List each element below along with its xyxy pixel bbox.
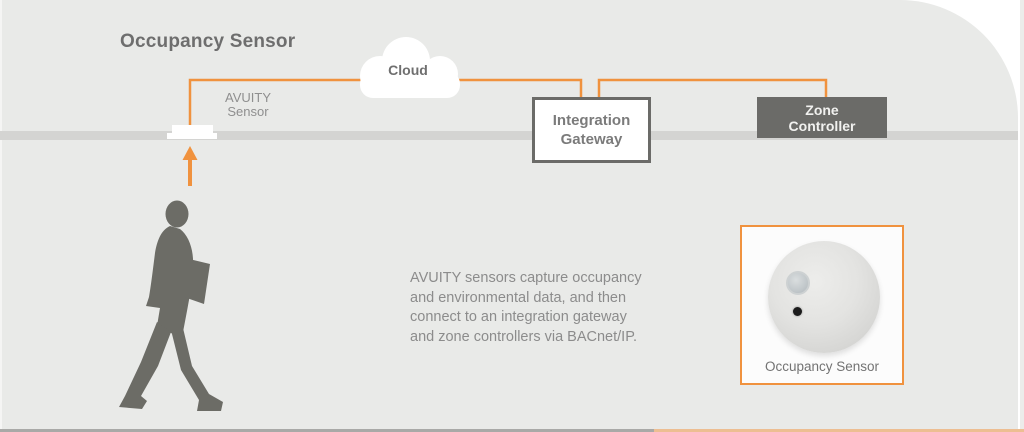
ceiling-sensor-device bbox=[172, 125, 213, 136]
sensor-photo-frame: Occupancy Sensor bbox=[740, 225, 904, 385]
sensor-indicator-dot bbox=[793, 307, 802, 316]
description-line: and environmental data, and then bbox=[410, 289, 627, 306]
ceiling-line bbox=[0, 131, 1018, 140]
bottom-rule-gray bbox=[0, 429, 654, 432]
left-edge-highlight bbox=[0, 0, 2, 429]
avuity-sensor-label-line2: Sensor bbox=[227, 104, 269, 119]
integration-gateway-label-line2: Gateway bbox=[560, 131, 623, 148]
ceiling-sensor-base bbox=[167, 133, 217, 139]
zone-controller-box: Zone Controller bbox=[757, 97, 887, 138]
photo-caption: Occupancy Sensor bbox=[764, 359, 880, 374]
right-edge-strip bbox=[1020, 0, 1024, 432]
page-title: Occupancy Sensor bbox=[120, 31, 296, 52]
description-line: connect to an integration gateway bbox=[410, 309, 627, 325]
integration-gateway-box: Integration Gateway bbox=[532, 97, 651, 163]
description-line: AVUITY sensors capture occupancy bbox=[410, 270, 642, 286]
integration-gateway-label-line1: Integration bbox=[552, 112, 631, 129]
bottom-rule-tan bbox=[654, 429, 1024, 432]
cloud-icon bbox=[352, 36, 464, 98]
avuity-sensor-label-line1: AVUITY bbox=[225, 90, 271, 105]
description-line: and zone controllers via BACnet/IP. bbox=[410, 328, 638, 345]
zone-controller-label-line2: Controller bbox=[788, 117, 856, 134]
avuity-sensor-label: AVUITY Sensor bbox=[217, 91, 279, 119]
sensor-photo-disc bbox=[768, 241, 880, 353]
up-arrow-icon bbox=[182, 146, 198, 186]
description-text: AVUITY sensors capture occupancy and env… bbox=[410, 269, 642, 347]
sensor-lens bbox=[786, 271, 810, 295]
cloud-label: Cloud bbox=[388, 62, 428, 78]
zone-controller-label-line1: Zone bbox=[805, 101, 839, 118]
person-silhouette bbox=[114, 199, 234, 423]
line-gateway-to-zone bbox=[597, 78, 828, 98]
